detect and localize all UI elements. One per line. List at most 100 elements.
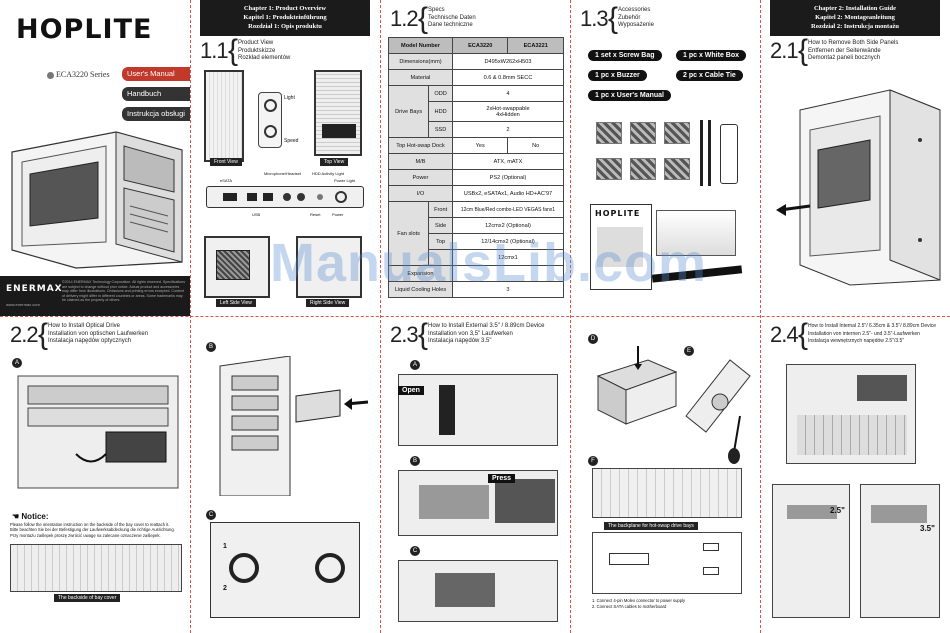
title-line: Technische Daten bbox=[428, 14, 476, 21]
section24-panel: 2.4 { How to Install Internal 2.5"/ 6.35… bbox=[760, 316, 950, 633]
table-row: HDD 2xHot-swappable 4xHidden bbox=[389, 101, 565, 122]
notice-line: Bitte beachten Sie bei der Befestigung d… bbox=[10, 527, 175, 533]
accessory-white-box: 1 pc x White Box bbox=[676, 50, 747, 61]
manual-booklet-icon: HOPLITE bbox=[590, 204, 652, 290]
io-panel-diagram: Microphone/Headset HDD Activity Light eS… bbox=[204, 170, 366, 226]
row-sublabel: HDD bbox=[428, 101, 453, 122]
footer-url: www.enermax.com bbox=[6, 302, 40, 307]
speed-knob-icon bbox=[264, 125, 277, 138]
row-value: PS2 (Optional) bbox=[451, 169, 565, 186]
table-row: Dimensions(mm) D495xW262xH503 bbox=[388, 53, 565, 70]
step-marker: B bbox=[410, 456, 420, 466]
brace-icon: { bbox=[38, 318, 49, 351]
section23-panel: 2.3 { How to Install External 3.5" / 8.8… bbox=[380, 316, 570, 633]
right-side-caption: Right Side View bbox=[306, 299, 350, 307]
step-marker: C bbox=[206, 510, 216, 520]
notice-title: ☚ Notice: bbox=[12, 512, 49, 521]
row-value: 0.6 & 0.8mm SECC bbox=[451, 69, 565, 86]
row-value bbox=[451, 265, 565, 282]
chapter1-panel: Chapter 1: Product Overview Kapitel 1: P… bbox=[190, 0, 380, 316]
note-line: 1. Connect 4-pin Molex connector to powe… bbox=[592, 598, 686, 603]
table-row: Top 12/14cmx2 (Optional) bbox=[389, 233, 565, 250]
buzzer-cable-icon bbox=[651, 265, 743, 283]
step-marker: C bbox=[410, 546, 420, 556]
backplane-caption: The backplane for hot-swap drive bays bbox=[604, 522, 698, 530]
table-row: M/B ATX, mATX bbox=[388, 153, 565, 170]
hdd-light-label: HDD Activity Light bbox=[312, 171, 345, 176]
cover-footer: ENERMAX www.enermax.com ©2014 ENERMAX Te… bbox=[0, 276, 190, 316]
section-number: 2.1 bbox=[770, 38, 799, 63]
brace-icon: { bbox=[798, 318, 809, 351]
usb-port-icon bbox=[247, 193, 257, 201]
section-number: 1.3 bbox=[580, 6, 609, 31]
notice-line: Please follow the orientation instructio… bbox=[10, 522, 170, 527]
table-row: Fan slots Front 12cm Blue/Red combo-LED … bbox=[387, 201, 565, 266]
drive-press-illustration bbox=[398, 470, 558, 536]
row-value: USBx2, eSATAx1, Audio HD+AC'97 bbox=[451, 185, 565, 202]
row-sublabel bbox=[428, 249, 453, 266]
row-group-label: Fan slots bbox=[387, 201, 430, 266]
column-header: Model Number bbox=[388, 37, 453, 54]
hdd-drive-icon bbox=[871, 505, 927, 523]
row-value: 4 bbox=[451, 85, 565, 102]
top-view-caption: Top View bbox=[320, 158, 349, 166]
accessory-cable-tie: 2 pc x Cable Tie bbox=[676, 70, 743, 81]
step-marker: A bbox=[12, 358, 22, 368]
bay-tray-icon bbox=[857, 375, 907, 401]
row-sublabel: ODD bbox=[428, 85, 453, 102]
section-number: 1.1 bbox=[200, 38, 229, 63]
usb-label: USB bbox=[252, 212, 261, 217]
sata-connector-icon bbox=[703, 543, 719, 551]
title-line: Installation von optischen Laufwerken bbox=[48, 330, 149, 337]
bay-cover-backside-illustration bbox=[10, 544, 182, 592]
title-line: How to Install External 3.5" / 8.89cm De… bbox=[428, 323, 545, 329]
screw-pack-icon bbox=[630, 158, 656, 180]
bay-cover-removal-illustration bbox=[16, 374, 182, 492]
table-row: Expansion bbox=[388, 265, 565, 282]
title-line: Installation von 3,5" Laufwerken bbox=[428, 330, 513, 337]
title-line: Installation von internen 2.5"- und 3.5"… bbox=[808, 330, 920, 337]
step-marker: E bbox=[684, 346, 694, 356]
row-value: Yes bbox=[451, 137, 509, 154]
row-sublabel: SSD bbox=[428, 121, 453, 138]
backplane-notes: 1. Connect 4-pin Molex connector to powe… bbox=[592, 598, 685, 609]
screw-pack-icon bbox=[630, 122, 656, 144]
section-title: Accessories Zubehör Wyposażenie bbox=[618, 7, 654, 30]
brace-icon: { bbox=[608, 2, 619, 35]
section22-continued-panel: B C 1 2 bbox=[190, 316, 380, 633]
light-label: Light bbox=[284, 95, 295, 101]
bay-open-illustration bbox=[398, 374, 558, 446]
series-label: ECA3220 Series bbox=[47, 70, 110, 79]
drive-icon bbox=[435, 573, 495, 607]
cover-panel: HOPLITE ECA3220 Series User's Manual Han… bbox=[0, 0, 190, 316]
screw-pack-icon bbox=[596, 158, 622, 180]
title-line: How to Install Internal 2.5"/ 6.35cm & 3… bbox=[808, 323, 937, 329]
fan-control-illustration bbox=[258, 92, 282, 148]
reset-label: Reset bbox=[310, 212, 321, 217]
chapter2-panel: Chapter 2: Installation Guide Kapitel 2:… bbox=[760, 0, 950, 316]
row-value: D495xW262xH503 bbox=[451, 53, 565, 70]
reset-button-icon bbox=[317, 194, 323, 200]
expansion-slots-icon bbox=[797, 415, 907, 455]
row-value: 2 bbox=[451, 121, 565, 138]
table-row: Model Number ECA3220 ECA3221 bbox=[388, 37, 564, 54]
section-number: 2.2 bbox=[10, 322, 39, 347]
chapter1-header: Chapter 1: Product Overview Kapitel 1: P… bbox=[200, 0, 370, 36]
title-line: How to Install Optical Drive bbox=[48, 323, 121, 329]
hotswap-dock-icon bbox=[322, 124, 356, 138]
white-box-icon bbox=[656, 210, 736, 256]
row-label: M/B bbox=[388, 153, 453, 170]
front-view-caption: Front View bbox=[210, 158, 242, 166]
accessory-screw-bag: 1 set x Screw Bag bbox=[588, 50, 662, 61]
tool-less-lock-illustration: 1 2 bbox=[210, 522, 360, 618]
title-line: Instalacja napędów 3.5" bbox=[428, 338, 492, 344]
note-line: 2. Connect SATA cables to motherboard bbox=[592, 603, 667, 609]
column-header: ECA3220 bbox=[451, 37, 509, 54]
section-number: 2.4 bbox=[770, 322, 799, 347]
title-line: Product View bbox=[238, 40, 274, 46]
left-side-view-illustration bbox=[204, 236, 270, 298]
speed-label: Speed bbox=[284, 138, 299, 144]
step-marker: F bbox=[588, 456, 598, 466]
internal-bay-illustration bbox=[786, 364, 916, 464]
